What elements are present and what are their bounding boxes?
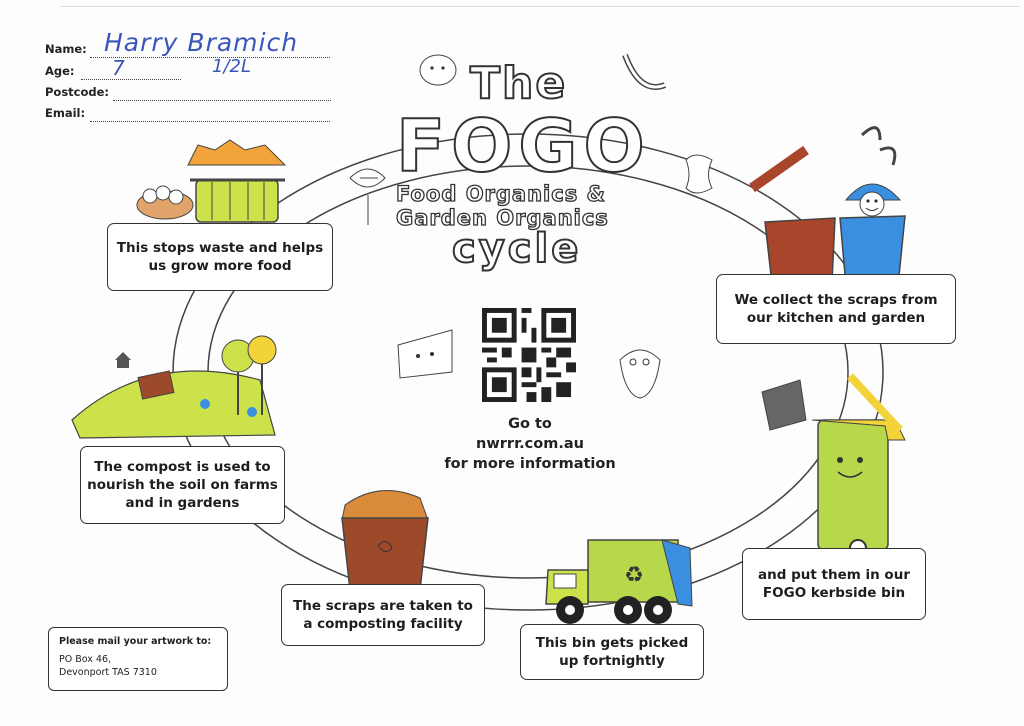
title-the: The — [470, 58, 567, 109]
age-handwritten: 7 — [112, 56, 125, 80]
apple-core-icon — [686, 155, 712, 193]
lemon-icon — [420, 55, 456, 85]
mail-heading: Please mail your artwork to: — [59, 635, 217, 648]
fish-bone-icon — [350, 169, 385, 225]
title-cycle: cycle — [452, 226, 581, 272]
email-label: Email: — [45, 106, 85, 120]
age-label: Age: — [45, 64, 75, 78]
shrimp-icon — [862, 128, 895, 165]
name-handwritten: Harry Bramich — [104, 28, 298, 57]
more-info-text: Go to nwrrr.com.au for more information — [420, 414, 640, 474]
name-line — [90, 57, 330, 58]
step-pickup-box: This bin gets picked up fortnightly — [520, 624, 704, 680]
title-fogo: FOGO — [396, 104, 651, 188]
age-line — [81, 79, 181, 80]
garbage-truck-icon: ♻ — [546, 540, 692, 624]
step-compost-soil-box: The compost is used to nourish the soil … — [80, 446, 285, 524]
step-composting-box: The scraps are taken to a composting fac… — [281, 584, 485, 646]
kitchen-caddy-icon — [752, 150, 905, 286]
kerbside-bin-icon — [762, 376, 905, 556]
mailing-address-box: Please mail your artwork to: PO Box 46, … — [48, 627, 228, 691]
step-collect-box: We collect the scraps from our kitchen a… — [716, 274, 956, 344]
step-stop-waste-box: This stops waste and helps us grow more … — [107, 223, 333, 291]
name-label: Name: — [45, 42, 87, 56]
qr-code-icon[interactable] — [482, 308, 576, 402]
mail-line-1: PO Box 46, — [59, 653, 217, 666]
qr-code-graphic — [482, 308, 576, 402]
postcode-row: Postcode: — [45, 85, 335, 105]
cheese-icon — [398, 330, 452, 378]
banana-icon — [625, 55, 665, 87]
class-handwritten: 1/2L — [212, 56, 251, 77]
age-row: Age: — [45, 64, 335, 84]
strawberry-icon — [620, 350, 660, 398]
go-to-label: Go to — [420, 414, 640, 434]
email-line — [90, 121, 330, 122]
step-kerbside-bin-box: and put them in our FOGO kerbside bin — [742, 548, 926, 620]
mail-line-2: Devonport TAS 7310 — [59, 666, 217, 679]
compost-sack-icon — [342, 490, 428, 590]
postcode-label: Postcode: — [45, 85, 109, 99]
email-row: Email: — [45, 106, 335, 126]
recycle-icon: ♻ — [624, 563, 644, 588]
food-basket-icon — [137, 140, 285, 222]
more-info-label: for more information — [420, 454, 640, 474]
title-line1: Food Organics & — [396, 182, 606, 206]
postcode-line — [113, 100, 331, 101]
website-link[interactable]: nwrrr.com.au — [420, 434, 640, 454]
